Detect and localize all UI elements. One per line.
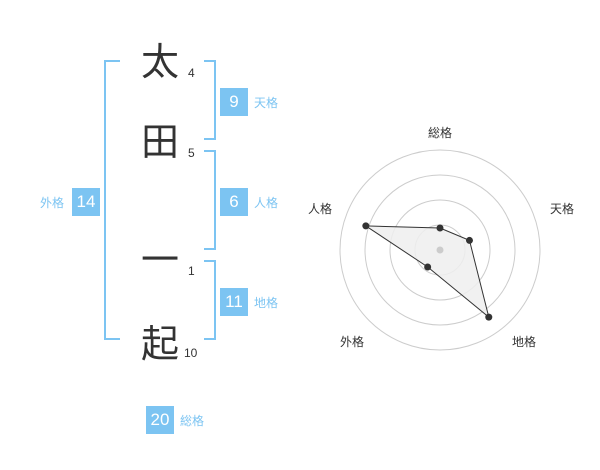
radar-point-1 [436,224,444,232]
radar-point-2 [465,236,473,244]
radar-axis-label-4: 外格 [340,334,364,349]
radar-axis-label-3: 地格 [512,334,536,349]
gaikaku-value: 14 [72,188,100,216]
chikaku-bracket [204,260,216,340]
name-char-3: 一 [140,238,179,282]
radar-center-dot [436,246,444,254]
radar-ring-4 [339,149,541,351]
radar-ring-2 [389,199,491,301]
chikaku-value: 11 [220,288,248,316]
radar-point-4 [424,263,432,271]
radar-point-5 [362,222,370,230]
gaikaku-bracket [104,60,120,340]
tenkaku-bracket [204,60,216,140]
stroke-count-2: 5 [188,146,195,160]
radar-point-3 [485,313,493,321]
tenkaku-value: 9 [220,88,248,116]
jinkaku-value: 6 [220,188,248,216]
tenkaku-label: 天格 [254,96,279,110]
radar-points [362,222,493,321]
name-char-1: 太 [140,40,179,84]
gaikaku-label: 外格 [40,196,65,210]
radar-ring-3 [364,174,516,326]
radar-shape [364,225,490,319]
radar-axis-label-5: 人格 [308,201,332,216]
jinkaku-label: 人格 [254,196,279,210]
stroke-count-4: 10 [184,346,198,360]
stroke-count-1: 4 [188,66,195,80]
radar-axis-label-2: 天格 [550,201,574,216]
stroke-count-3: 1 [188,264,195,278]
chikaku-label: 地格 [254,296,279,310]
name-char-4: 起 [140,322,179,366]
soukaku-label: 総格 [180,414,205,428]
soukaku-value: 20 [146,406,174,434]
name-char-2: 田 [140,120,179,164]
radar-axis-label-1: 総格 [428,125,452,140]
jinkaku-bracket [204,150,216,250]
